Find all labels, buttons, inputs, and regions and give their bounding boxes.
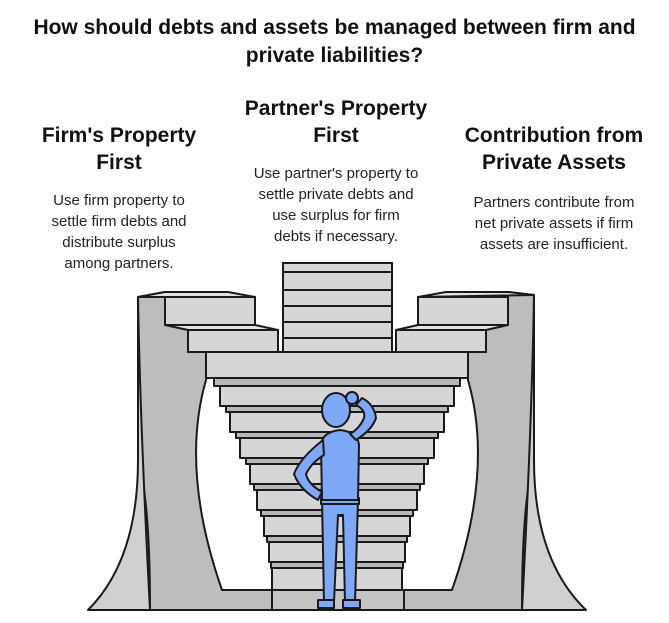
central-tower	[282, 262, 393, 354]
firm-property-first-description: Use firm property to settle firm debts a…	[51, 192, 187, 272]
contribution-private-assets-description: Partners contribute from net private ass…	[473, 194, 635, 253]
right-wall-face	[521, 294, 587, 611]
partners-property-first-description: Use partner's property to settle private…	[253, 165, 419, 245]
firm-property-first-heading: Firm's Property First	[41, 124, 197, 174]
partners-property-first-heading: Partner's Property First	[244, 97, 428, 147]
confused-person-icon	[293, 391, 377, 609]
right-upper-steps	[395, 291, 535, 353]
left-wall-face	[87, 296, 151, 611]
left-upper-steps	[137, 291, 279, 353]
page-title: How should debts and assets be managed b…	[33, 16, 636, 67]
contribution-private-assets-heading: Contribution from Private Assets	[464, 124, 644, 174]
